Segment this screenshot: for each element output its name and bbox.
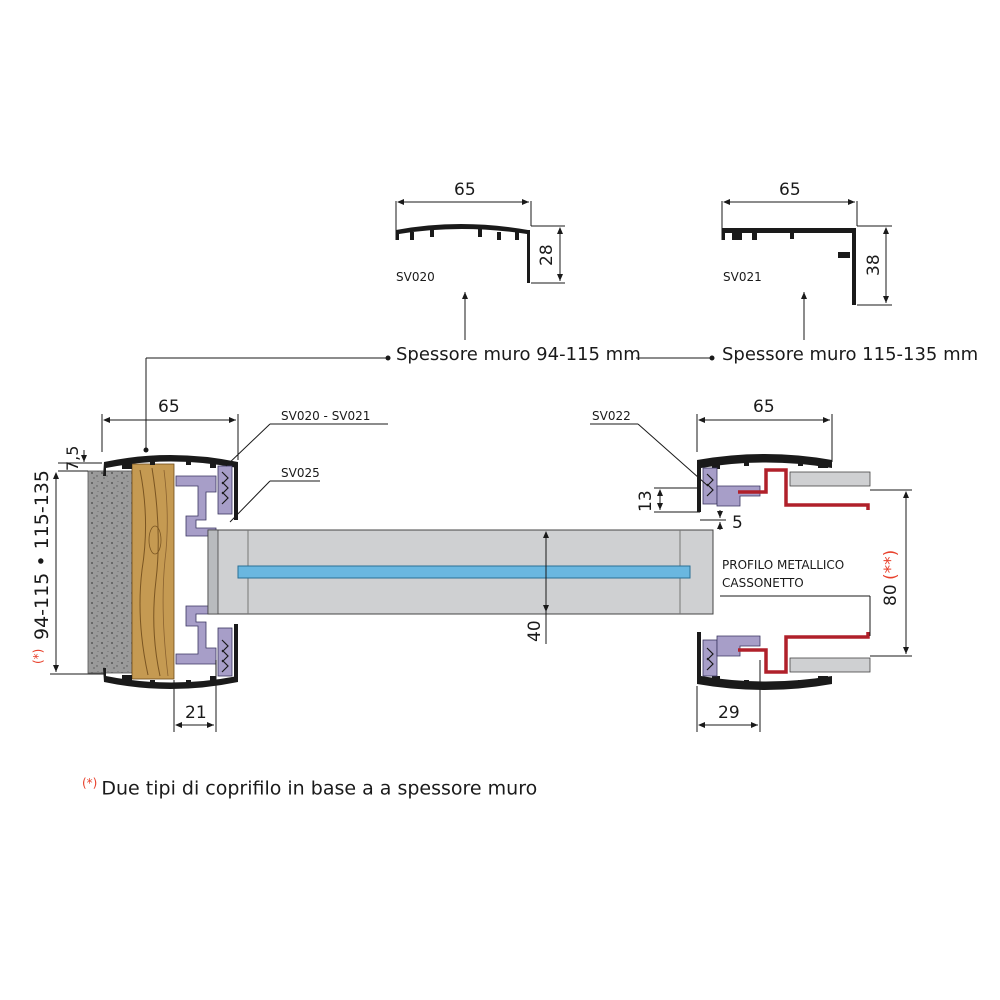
right-width-dim: 65: [753, 397, 775, 417]
sv021-width-dim: 65: [779, 180, 801, 200]
profile-sv020: [395, 199, 565, 284]
sv020-height-dim: 28: [537, 244, 557, 266]
right-bottom-dim: 29: [718, 703, 740, 723]
callout-sv025: SV025: [281, 466, 320, 480]
thickness-dim: 7,5: [63, 446, 82, 471]
center-panel: [207, 529, 714, 644]
callout-sv022: SV022: [592, 409, 631, 423]
left-bottom-dim: 21: [185, 703, 207, 723]
dim-13: 13: [636, 490, 656, 512]
left-section: [50, 414, 388, 732]
sv020-width-dim: 65: [454, 180, 476, 200]
sv020-code: SV020: [396, 270, 435, 284]
wall-concrete: [87, 470, 133, 674]
panel-thickness-dim: 40: [525, 620, 545, 642]
right-section: [590, 414, 912, 732]
wall-label-115-135: Spessore muro 115-135 mm: [722, 344, 978, 365]
wall-label-94-115: Spessore muro 94-115 mm: [396, 344, 641, 365]
box-label-line2: CASSONETTO: [722, 576, 804, 590]
footnote-text: Due tipi di coprifilo in base a a spesso…: [101, 777, 538, 800]
callout-sv020-sv021: SV020 - SV021: [281, 409, 370, 423]
sv021-code: SV021: [723, 270, 762, 284]
left-width-dim: 65: [158, 397, 180, 417]
height-dim-mark: (**): [881, 550, 901, 580]
footnote-mark: (*): [82, 776, 98, 790]
wall-wood: [131, 463, 175, 680]
wall-dim-mark: (*): [31, 649, 45, 664]
sv021-height-dim: 38: [864, 254, 884, 276]
height-dim-80: 80: [881, 584, 901, 606]
profile-sv021: [721, 199, 892, 306]
box-label-line1: PROFILO METALLICO: [722, 558, 844, 572]
dim-5: 5: [732, 513, 743, 533]
wall-thickness-dim: 94-115 • 115-135: [31, 470, 53, 640]
footnote: (*)Due tipi di coprifilo in base a a spe…: [82, 776, 537, 799]
